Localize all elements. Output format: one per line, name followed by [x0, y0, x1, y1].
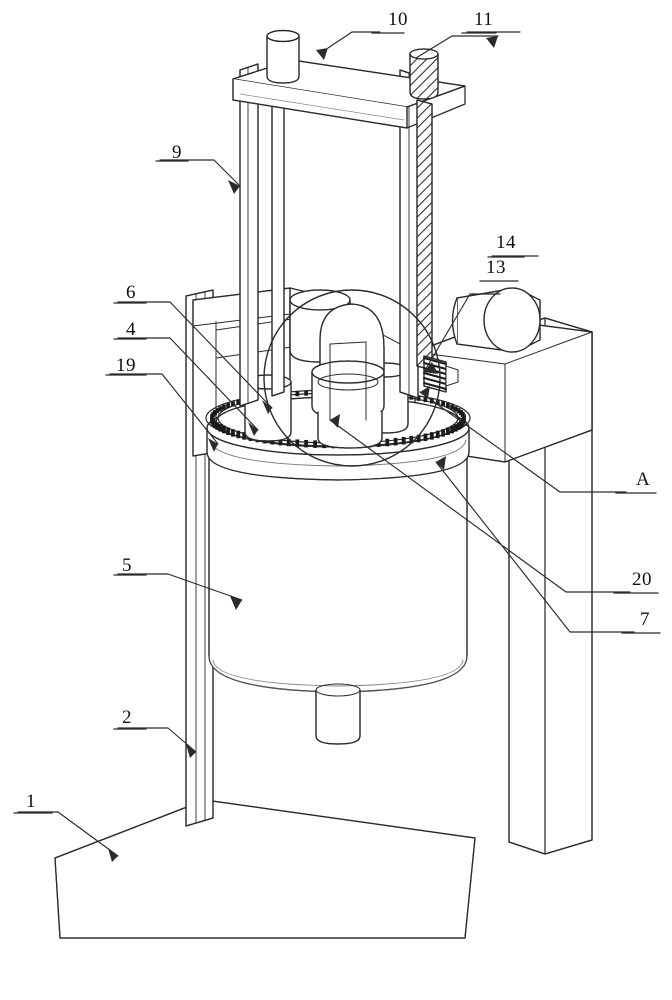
- ref-label-10: 10: [388, 9, 408, 30]
- leader-A: [419, 391, 627, 493]
- detail-circle-a: [263, 289, 441, 467]
- ref-label-1: 1: [26, 791, 36, 812]
- ref-label-7: 7: [640, 609, 650, 630]
- leader-11: [415, 35, 499, 59]
- leader-10: [327, 31, 381, 49]
- ref-label-13: 13: [486, 257, 506, 278]
- ref-label-9: 9: [172, 142, 182, 163]
- gantry-column-left-inner: [271, 77, 285, 397]
- ref-label-14: 14: [496, 232, 516, 253]
- ref-label-5: 5: [122, 555, 132, 576]
- leader-19: [109, 373, 219, 445]
- vessel-drain-spout: [315, 683, 361, 745]
- leader-6: [117, 301, 273, 409]
- ref-label-A: A: [636, 469, 651, 490]
- ref-label-11: 11: [474, 9, 494, 30]
- leader-4: [117, 337, 259, 431]
- leader-arrowheads: [108, 36, 498, 862]
- leader-7: [435, 461, 635, 633]
- leader-14: [423, 293, 501, 373]
- ref-label-6: 6: [126, 282, 136, 303]
- leader-9: [159, 159, 241, 187]
- leader-2: [117, 727, 197, 753]
- leader-20: [329, 419, 631, 593]
- gantry-column-left: [239, 63, 259, 407]
- ref-label-19: 19: [116, 355, 136, 376]
- smooth-guide-post: [266, 29, 300, 84]
- leader-lines: [17, 31, 635, 857]
- leader-5: [117, 573, 243, 601]
- ref-label-2: 2: [122, 707, 132, 728]
- threaded-lead-screw: [409, 48, 439, 371]
- leader-1: [17, 811, 119, 857]
- ref-label-20: 20: [632, 569, 652, 590]
- ref-label-4: 4: [126, 319, 136, 340]
- base-plate-shape: [54, 799, 476, 939]
- drive-motor: [451, 287, 541, 353]
